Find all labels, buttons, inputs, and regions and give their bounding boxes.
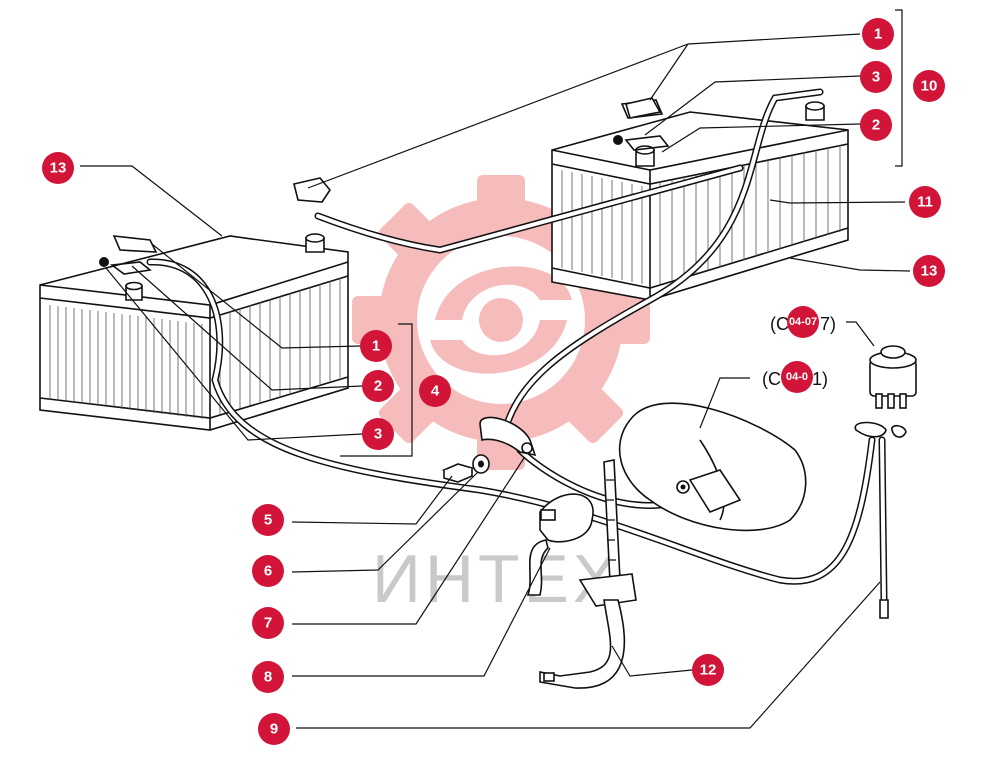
callout-number: 6 xyxy=(264,563,272,580)
callout-10: 10 xyxy=(913,70,945,102)
callout-number: 12 xyxy=(700,662,717,679)
callout-8: 8 xyxy=(252,661,284,693)
switch-cable xyxy=(854,421,907,619)
callout-13-left: 13 xyxy=(42,152,74,184)
bolt-and-washer xyxy=(441,454,490,483)
callout-3-top: 3 xyxy=(860,61,892,93)
reference-starter: (C 1) xyxy=(762,369,828,389)
callout-6: 6 xyxy=(252,555,284,587)
callout-number: 11 xyxy=(917,194,933,211)
reference-open: (C xyxy=(770,314,789,334)
callout-7: 7 xyxy=(252,607,284,639)
reference-switch: (C 7) xyxy=(770,314,836,334)
callout-number: 1 xyxy=(372,338,380,355)
callout-2-left: 2 xyxy=(362,370,394,402)
callout-3-left: 3 xyxy=(362,418,394,450)
callout-9: 9 xyxy=(258,713,290,745)
reference-starter-badge: 04-0 xyxy=(781,361,813,393)
cable-clamp xyxy=(479,416,537,457)
callout-number: 2 xyxy=(374,378,382,395)
reference-close: 7) xyxy=(820,314,836,334)
reference-switch-badge: 04-07 xyxy=(787,306,819,338)
callout-number: 13 xyxy=(50,160,67,177)
right-battery xyxy=(551,99,849,301)
reference-close: 1) xyxy=(812,369,828,389)
starter-motor xyxy=(618,402,807,532)
leader-lines xyxy=(80,9,911,729)
callout-number: 10 xyxy=(921,78,938,95)
callout-13-right: 13 xyxy=(913,255,945,287)
callout-number: 8 xyxy=(264,669,272,686)
left-battery xyxy=(39,233,349,431)
callout-number: 5 xyxy=(264,512,272,529)
callout-number: 1 xyxy=(874,26,882,43)
callout-12: 12 xyxy=(692,654,724,686)
callout-11: 11 xyxy=(909,186,941,218)
callout-2-top: 2 xyxy=(860,109,892,141)
reference-open: (C xyxy=(762,369,781,389)
watermark-text: ИНТЕХ xyxy=(372,541,622,617)
callout-4: 4 xyxy=(419,375,451,407)
callout-5: 5 xyxy=(252,504,284,536)
callout-number: 2 xyxy=(872,117,880,134)
callout-number: 4 xyxy=(431,383,440,400)
callout-number: 3 xyxy=(872,69,880,86)
callout-1-left: 1 xyxy=(360,330,392,362)
terminal-covers xyxy=(293,97,662,203)
ignition-switch xyxy=(869,345,917,409)
callout-number: 13 xyxy=(921,263,938,280)
callout-number: 9 xyxy=(270,721,278,738)
callout-1-top: 1 xyxy=(862,18,894,50)
callout-number: 7 xyxy=(264,615,272,632)
reference-badge-text: 04-07 xyxy=(789,316,817,328)
bracket xyxy=(539,459,637,689)
reference-badge-text: 04-0 xyxy=(786,371,808,383)
callout-number: 3 xyxy=(374,426,382,443)
